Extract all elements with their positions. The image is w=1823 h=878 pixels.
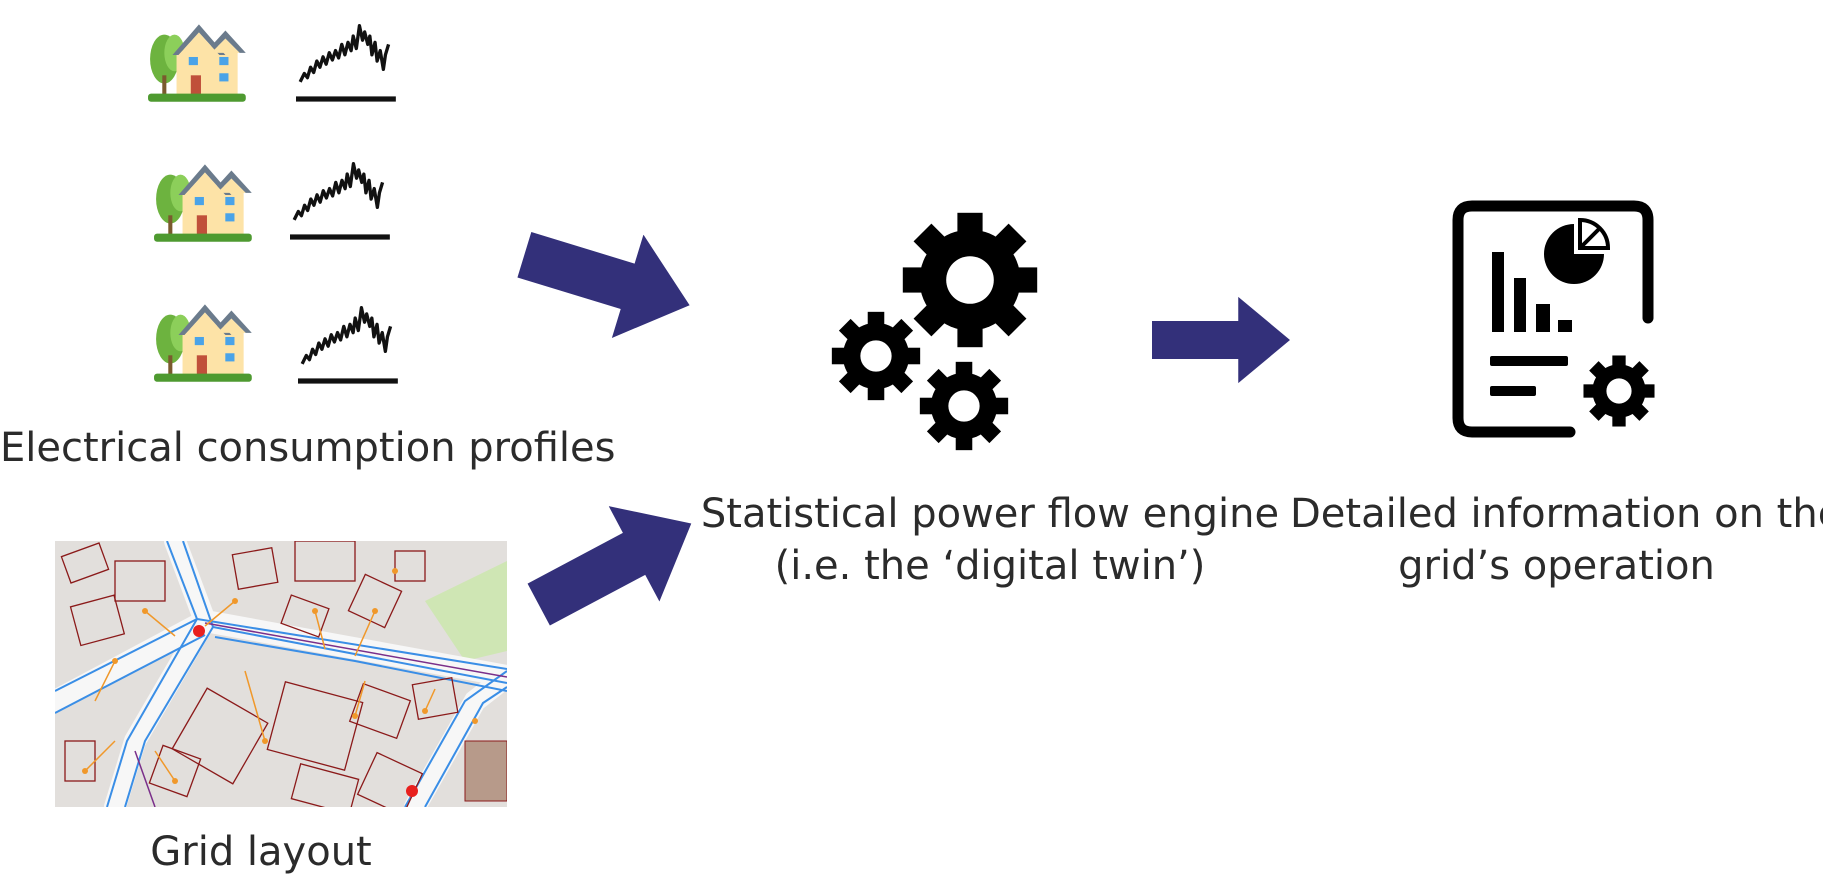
load-profile-chart-icon xyxy=(298,290,402,394)
arrow-icon xyxy=(1152,288,1290,392)
output-label: Detailed information on the grid’s opera… xyxy=(1290,488,1823,592)
report-document-icon xyxy=(1452,200,1655,438)
house-icon xyxy=(152,152,264,244)
house-icon xyxy=(146,12,258,104)
arrow-icon xyxy=(506,202,708,357)
grid-layout-label: Grid layout xyxy=(150,829,372,875)
grid-map-image xyxy=(55,541,507,807)
house-icon xyxy=(152,292,264,384)
gears-icon xyxy=(831,212,1038,451)
engine-label-line2: (i.e. the ‘digital twin’) xyxy=(774,543,1206,589)
consumption-profiles-label: Electrical consumption profiles xyxy=(0,425,616,471)
engine-label: Statistical power flow engine (i.e. the … xyxy=(680,488,1300,592)
output-label-line1: Detailed information on the xyxy=(1290,491,1823,537)
load-profile-chart-icon xyxy=(296,8,400,112)
output-label-line2: grid’s operation xyxy=(1398,543,1715,589)
load-profile-chart-icon xyxy=(290,146,394,250)
engine-label-line1: Statistical power flow engine xyxy=(700,491,1280,537)
